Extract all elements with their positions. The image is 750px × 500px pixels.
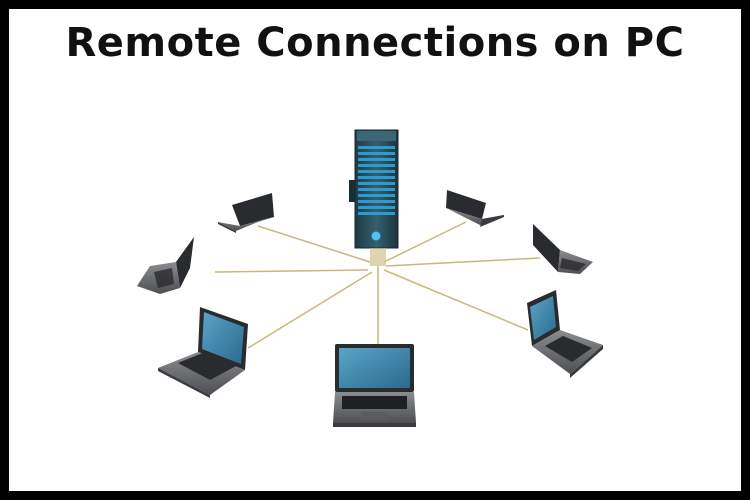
network-cable xyxy=(383,221,467,263)
network-cables xyxy=(214,221,541,349)
laptop-icon xyxy=(158,307,248,398)
laptop-icon xyxy=(218,193,274,233)
network-cable xyxy=(247,271,373,349)
network-cable xyxy=(257,225,371,263)
laptop-icon xyxy=(527,290,603,378)
laptop-icon xyxy=(333,344,416,427)
server-icon xyxy=(349,129,399,266)
laptop-icon xyxy=(446,190,504,227)
laptop-icon xyxy=(533,224,593,274)
network-cable xyxy=(385,257,541,267)
network-cable xyxy=(214,269,369,273)
network-cable xyxy=(383,269,529,331)
page-title: Remote Connections on PC xyxy=(65,20,685,66)
laptop-icon xyxy=(137,237,194,294)
